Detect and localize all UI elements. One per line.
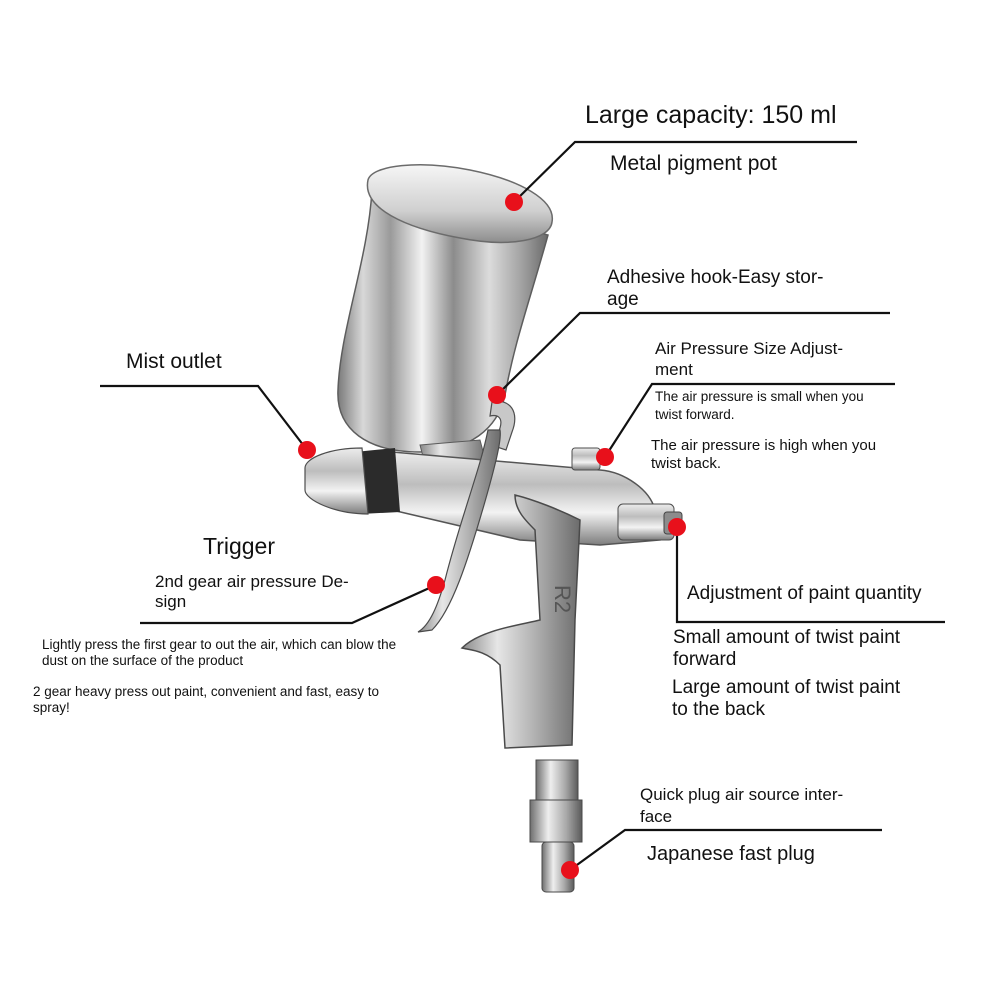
hex-nut (529, 799, 583, 843)
quick-plug-subtitle: Japanese fast plug (647, 843, 815, 865)
capacity-title: Large capacity: 150 ml (585, 101, 837, 129)
trigger-second-gear-line2: spray! (33, 700, 70, 715)
paint-large-line1: Large amount of twist paint (672, 677, 901, 698)
marker-capacity (505, 193, 523, 211)
trigger-subtitle: 2nd gear air pressure De- sign (155, 572, 349, 612)
air-pressure-high-line2: twist back. (651, 455, 722, 472)
marker-hook (488, 386, 506, 404)
mist-outlet-label: Mist outlet (126, 350, 222, 373)
paint-small-line1: Small amount of twist paint (673, 627, 901, 648)
threaded-fitting (535, 759, 579, 801)
air-pressure-small-line2: twist forward. (655, 407, 735, 422)
air-pressure-title-line2: ment (655, 360, 693, 379)
leader-lines (100, 140, 945, 871)
marker-quick-plug (561, 861, 579, 879)
paint-small-note: Small amount of twist paint forward (673, 627, 900, 671)
trigger-first-gear-line2: dust on the surface of the product (42, 653, 244, 668)
quick-plug-title-line1: Quick plug air source inter- (640, 785, 844, 804)
trigger-subtitle-line2: sign (155, 592, 187, 611)
leader-trigger (140, 583, 437, 625)
marker-trigger (427, 576, 445, 594)
hook-label-line1: Adhesive hook-Easy stor- (607, 267, 824, 288)
leader-hook (496, 311, 890, 396)
air-pressure-small-note: The air pressure is small when you twist… (655, 388, 864, 424)
leader-capacity (513, 140, 857, 203)
paint-large-line2: to the back (672, 699, 765, 720)
trigger-second-gear-note: 2 gear heavy press out paint, convenient… (33, 684, 379, 716)
trigger-first-gear-note: Lightly press the first gear to out the … (42, 637, 396, 669)
quick-plug-title: Quick plug air source inter- face (640, 784, 843, 828)
engraved-model: R2 (550, 585, 575, 613)
trigger-title: Trigger (203, 533, 275, 559)
leader-paint-quantity (675, 527, 945, 624)
marker-air-pressure (596, 448, 614, 466)
nozzle-cap (304, 447, 369, 515)
leader-air-pressure (604, 382, 895, 458)
air-pressure-knob (571, 447, 601, 471)
marker-paint-quantity (668, 518, 686, 536)
air-pressure-small-line1: The air pressure is small when you (655, 389, 864, 404)
air-pressure-high-note: The air pressure is high when you twist … (651, 437, 876, 473)
marker-mist-outlet (298, 441, 316, 459)
trigger-lever (417, 429, 501, 633)
leader-mist-outlet (100, 384, 308, 451)
hook-label-line2: age (607, 289, 639, 310)
paint-small-line2: forward (673, 649, 737, 670)
callout-markers (298, 193, 686, 879)
leader-quick-plug (569, 828, 882, 871)
air-pressure-high-line1: The air pressure is high when you (651, 437, 877, 454)
air-pressure-title-line1: Air Pressure Size Adjust- (655, 339, 844, 358)
paint-quantity-title: Adjustment of paint quantity (687, 583, 922, 604)
trigger-first-gear-line1: Lightly press the first gear to out the … (42, 637, 397, 652)
capacity-subtitle: Metal pigment pot (610, 152, 777, 175)
hook-label: Adhesive hook-Easy stor- age (607, 267, 824, 311)
trigger-second-gear-line1: 2 gear heavy press out paint, convenient… (33, 684, 379, 699)
paint-large-note: Large amount of twist paint to the back (672, 677, 900, 721)
cup-lid (366, 164, 553, 244)
gun-handle (460, 494, 581, 749)
spray-gun-illustration: R2 (304, 164, 683, 893)
air-pressure-title: Air Pressure Size Adjust- ment (655, 338, 843, 380)
quick-plug-title-line2: face (640, 807, 673, 826)
trigger-subtitle-line1: 2nd gear air pressure De- (155, 572, 349, 591)
